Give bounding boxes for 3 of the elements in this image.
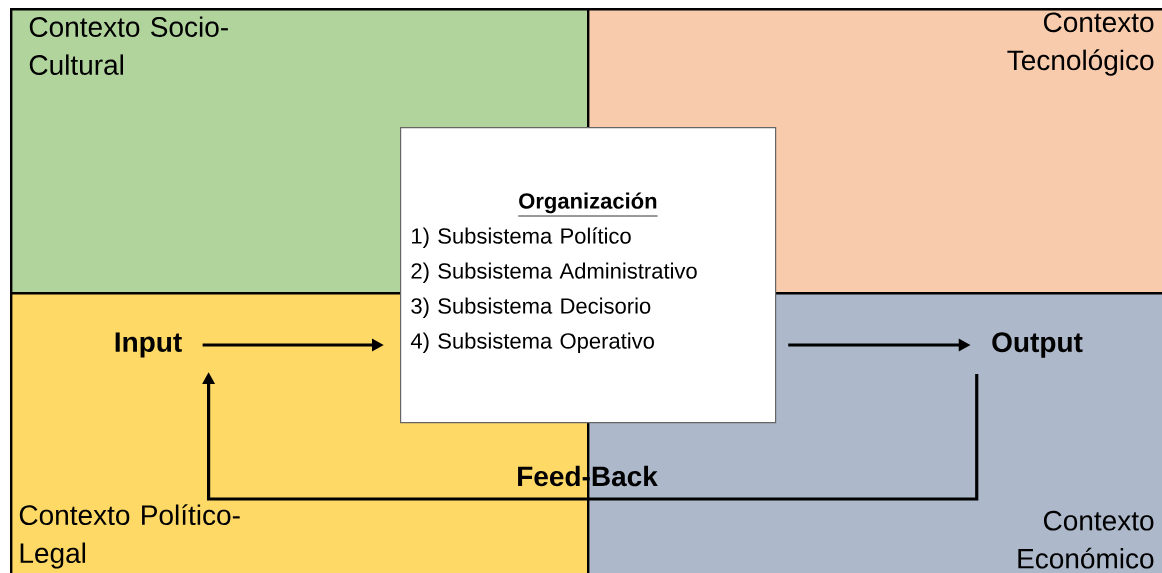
organization-box: Organización 1) Subsistema Político 2) Subsistema Administrativo 3) Subsistema Decisorio 4) Subsistema Operativo [400, 127, 777, 424]
flow-label: Output [992, 332, 1083, 358]
flow-label: Input [115, 332, 182, 358]
